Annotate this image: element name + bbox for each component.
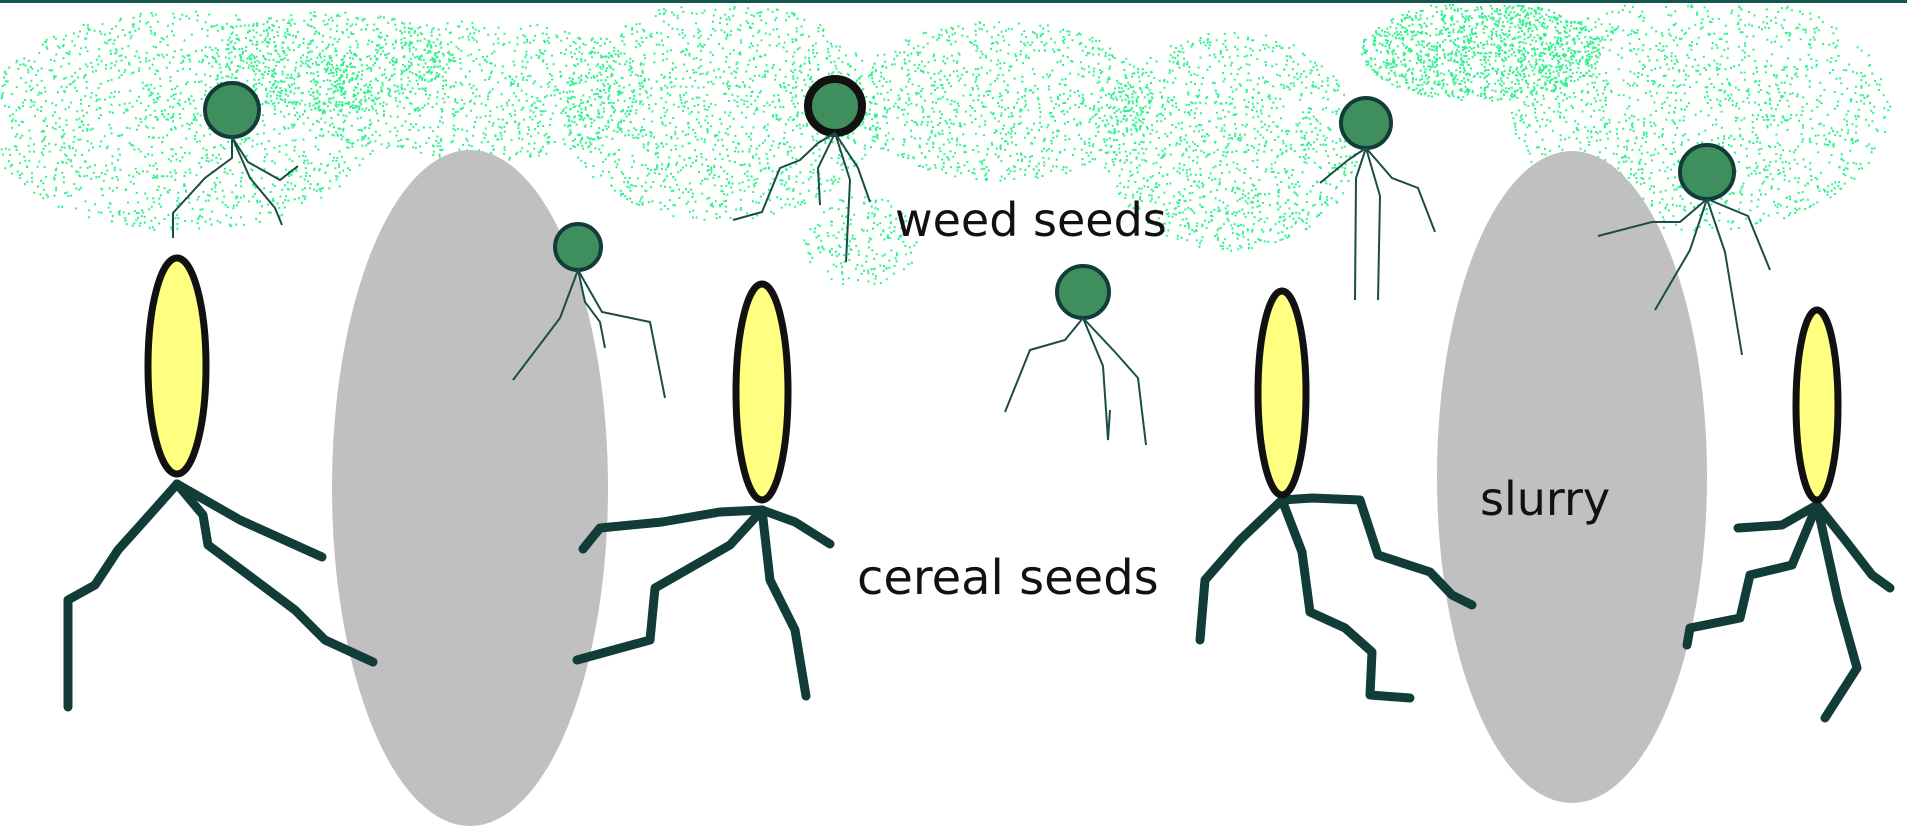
cereal-seed-icon: [148, 258, 206, 474]
cereal-seed-2: [577, 284, 830, 696]
weed-seed-icon: [1680, 145, 1734, 199]
cereal-seeds-label: cereal seeds: [857, 550, 1159, 606]
slurry-label: slurry: [1480, 472, 1610, 526]
weed-seed-icon: [1341, 98, 1391, 148]
top-border: [0, 0, 1907, 3]
weed-seed-icon: [808, 79, 862, 133]
cereal-seed-icon: [1796, 310, 1838, 500]
weed-seed-icon: [205, 83, 259, 137]
weed-seed-5: [1320, 98, 1435, 300]
weed-seeds-label: weed seeds: [895, 193, 1167, 247]
weed-seed-2: [733, 79, 870, 262]
weed-seed-1: [173, 83, 298, 238]
cereal-seed-1: [68, 258, 373, 707]
weed-seed-icon: [1057, 266, 1109, 318]
weed-seed-4: [1005, 266, 1146, 445]
cereal-seed-3: [1200, 291, 1472, 698]
weed-seed-icon: [555, 224, 601, 270]
cereal-seed-4: [1687, 310, 1890, 718]
cereal-seed-icon: [736, 284, 788, 500]
cereal-seed-icon: [1258, 291, 1306, 495]
